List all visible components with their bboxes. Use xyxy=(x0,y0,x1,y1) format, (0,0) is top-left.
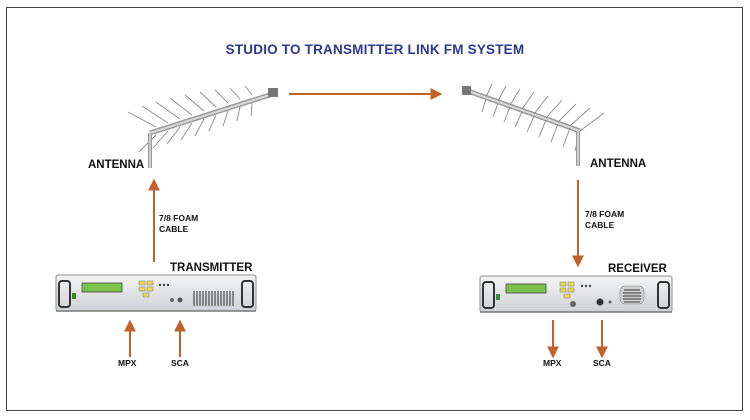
diagram-title: STUDIO TO TRANSMITTER LINK FM SYSTEM xyxy=(225,42,525,57)
rack-transmitter-icon xyxy=(55,274,257,312)
signal-arrows xyxy=(124,88,608,359)
right-antenna-label: ANTENNA xyxy=(590,158,647,170)
yagi-antenna-icon xyxy=(462,83,605,166)
speaker-grille xyxy=(623,289,641,303)
left-cable-label-2: CABLE xyxy=(159,224,189,234)
tx-mpx-label: MPX xyxy=(118,358,137,368)
yagi-antenna-icon xyxy=(127,85,278,168)
rack-receiver-icon xyxy=(479,275,673,313)
receiver-label: RECEIVER xyxy=(608,263,667,275)
rx-mpx-label: MPX xyxy=(543,358,562,368)
left-cable-label-1: 7/8 FOAM xyxy=(159,213,199,223)
transmitter-label: TRANSMITTER xyxy=(170,262,253,274)
left-antenna-label: ANTENNA xyxy=(88,159,145,171)
diagram-frame xyxy=(6,7,743,411)
vent-grille xyxy=(193,291,234,306)
tx-sca-label: SCA xyxy=(171,358,189,368)
rx-sca-label: SCA xyxy=(593,358,611,368)
right-cable-label-1: 7/8 FOAM xyxy=(585,209,625,219)
right-cable-label-2: CABLE xyxy=(585,220,615,230)
